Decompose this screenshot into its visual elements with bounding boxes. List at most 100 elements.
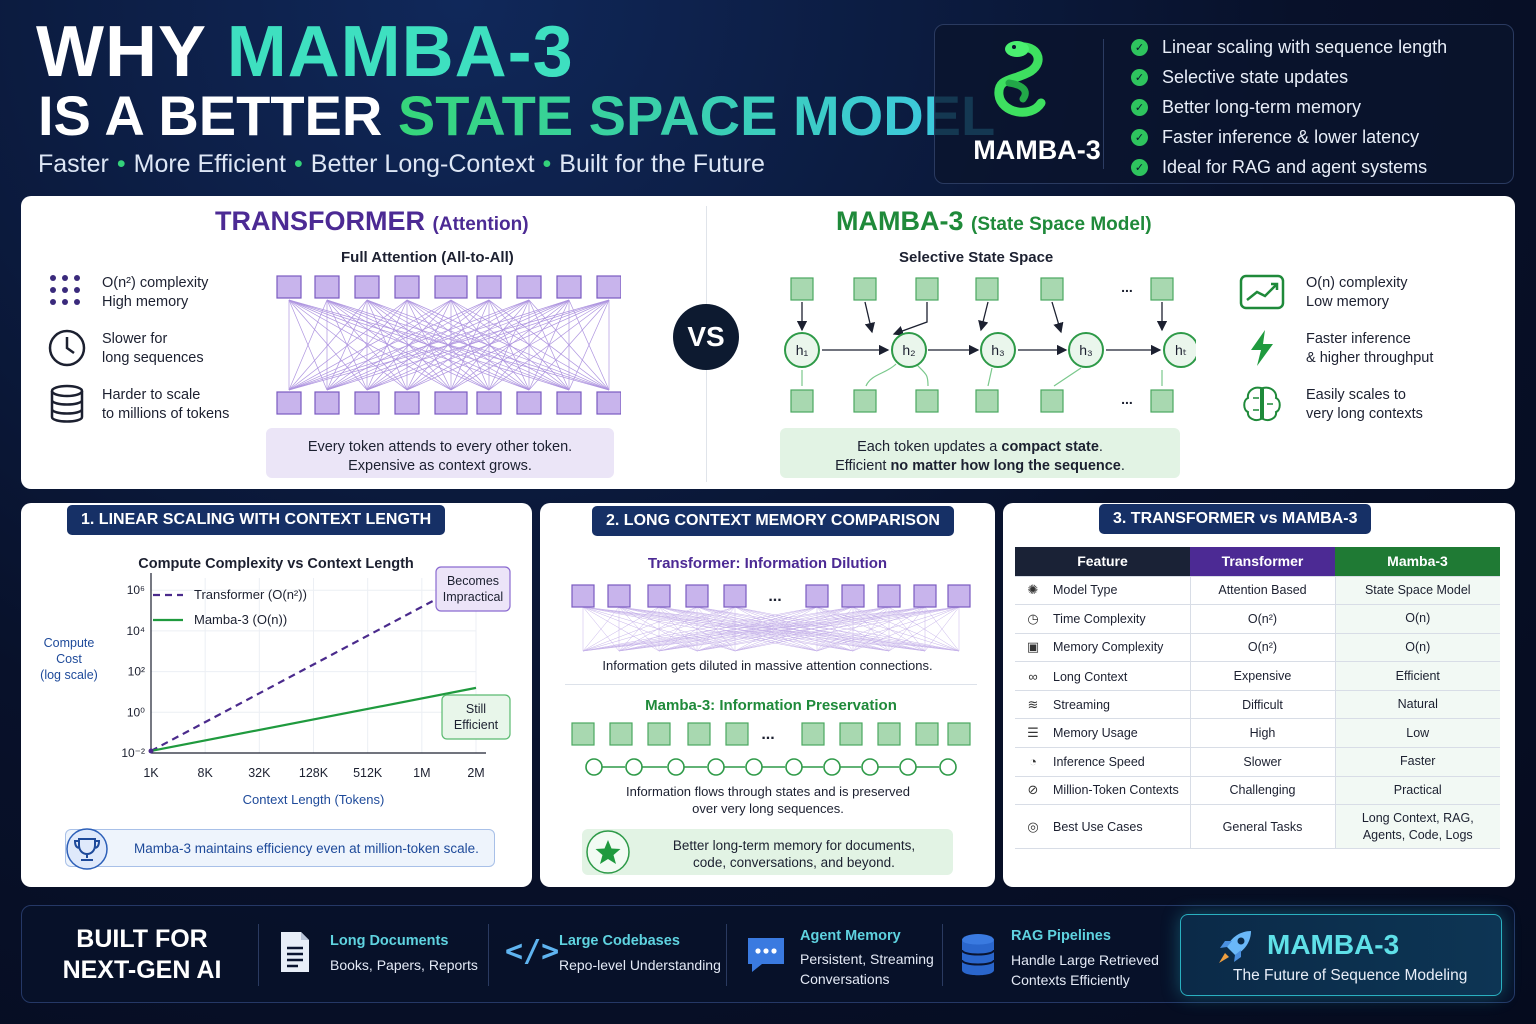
dilution-caption: Information gets diluted in massive atte… — [602, 658, 933, 673]
mamba-note: Each token updates a compact state. Effi… — [780, 428, 1180, 478]
annotation-box — [435, 566, 511, 612]
state-label: hₜ — [1175, 342, 1187, 358]
transformer-cell: High — [1189, 718, 1335, 749]
target-icon: ◎ — [1027, 818, 1039, 834]
footer-item-title: Large Codebases — [559, 933, 680, 949]
mamba-cell: O(n) — [1334, 633, 1500, 663]
annotation-text: Still — [466, 702, 486, 716]
series-start-point — [148, 748, 154, 754]
query-token — [354, 275, 380, 299]
y-axis-label: Compute — [44, 636, 95, 650]
output-token — [915, 389, 939, 413]
output-token — [975, 389, 999, 413]
key-token — [556, 391, 582, 415]
token — [805, 584, 829, 608]
memory-comparison-panel: 2. LONG CONTEXT MEMORY COMPARISON Transf… — [540, 503, 995, 887]
rocket-icon — [1219, 931, 1251, 963]
main-title: WHY MAMBA-3 — [36, 12, 574, 92]
document-icon — [281, 932, 309, 972]
mamba-cell: Long Context, RAG, Agents, Code, Logs — [1334, 804, 1500, 850]
state-label: h₃ — [991, 342, 1005, 358]
query-token — [394, 275, 420, 299]
x-tick-label: 32K — [248, 766, 271, 780]
y-tick-label: 10⁴ — [126, 624, 145, 638]
x-tick-label: 1K — [143, 766, 159, 780]
input-token — [853, 277, 877, 301]
transformer-cell: Attention Based — [1189, 576, 1335, 606]
x-tick-label: 128K — [299, 766, 329, 780]
feature-cell: ∞Long Context — [1015, 661, 1190, 691]
state-node — [707, 758, 725, 776]
footer-item-desc: Repo-level Understanding — [559, 957, 721, 973]
query-token — [276, 275, 302, 299]
divider — [726, 924, 727, 986]
clock-icon: ◷ — [1027, 610, 1039, 626]
state-space-diagram-title: Selective State Space — [899, 249, 1054, 266]
state-node — [1163, 332, 1196, 368]
trend-chart-icon — [1239, 274, 1285, 310]
benefit-item: ✓Linear scaling with sequence length — [1131, 37, 1447, 58]
ellipsis: ... — [1121, 391, 1133, 407]
feature-cell: ◔Inference Speed — [1015, 747, 1190, 777]
footer-item-title: RAG Pipelines — [1011, 928, 1111, 944]
feature-cell: ✺Model Type — [1015, 576, 1190, 606]
chip-icon: ▣ — [1026, 639, 1040, 655]
main-title-line2-accent: STATE SPACE MODEL — [397, 84, 996, 147]
annotation-text: Efficient — [454, 718, 499, 732]
brain-icon — [1243, 386, 1281, 422]
panel-title: 2. LONG CONTEXT MEMORY COMPARISON — [592, 506, 954, 536]
footer-item-desc: Books, Papers, Reports — [330, 957, 478, 973]
state-node — [1068, 332, 1104, 368]
transformer-note: Every token attends to every other token… — [266, 428, 614, 478]
y-axis-label: Cost — [56, 652, 82, 666]
benefit-item: ✓Better long-term memory — [1131, 97, 1361, 118]
token — [687, 722, 711, 746]
state-node — [939, 758, 957, 776]
snake-logo-icon — [994, 41, 1046, 117]
benefits-box: MAMBA-3 ✓Linear scaling with sequence le… — [934, 24, 1514, 184]
query-token — [516, 275, 542, 299]
state-node — [899, 758, 917, 776]
key-token — [354, 391, 380, 415]
brand-box: MAMBA-3 The Future of Sequence Modeling — [1180, 914, 1502, 996]
input-token — [1040, 277, 1064, 301]
state-node — [585, 758, 603, 776]
gauge-icon: ◔ — [1029, 754, 1037, 770]
check-icon: ✓ — [1131, 99, 1148, 116]
comparison-panel: TRANSFORMER (Attention) Full Attention (… — [21, 196, 1515, 489]
check-icon: ✓ — [1131, 39, 1148, 56]
output-token — [1150, 389, 1174, 413]
lightning-icon — [1251, 330, 1273, 366]
query-token — [596, 275, 621, 299]
code-icon: </> — [505, 934, 560, 969]
information-preservation-diagram: ... — [571, 722, 971, 776]
input-token — [915, 277, 939, 301]
brand-tagline: The Future of Sequence Modeling — [1233, 967, 1468, 984]
key-token — [314, 391, 340, 415]
brand-title: MAMBA-3 — [1267, 929, 1400, 960]
state-node — [823, 758, 841, 776]
mamba-cell: State Space Model — [1334, 576, 1500, 606]
main-title-accent: MAMBA-3 — [226, 12, 574, 92]
state-label: h₂ — [902, 342, 915, 358]
dots-grid-icon — [50, 275, 80, 305]
panel-title: 1. LINEAR SCALING WITH CONTEXT LENGTH — [67, 505, 446, 535]
benefit-item: ✓Selective state updates — [1131, 67, 1348, 88]
feature-cell: ⊘Million-Token Contexts — [1015, 776, 1190, 806]
token — [647, 584, 671, 608]
preservation-caption: Information flows through states and is … — [626, 784, 910, 816]
token — [647, 722, 671, 746]
query-token — [476, 275, 502, 299]
selective-state-space-diagram: h₁ h₂ h₃ h₃ hₜ ... ... — [784, 277, 1196, 413]
x-tick-label: 2M — [467, 766, 484, 780]
state-node — [784, 332, 820, 368]
